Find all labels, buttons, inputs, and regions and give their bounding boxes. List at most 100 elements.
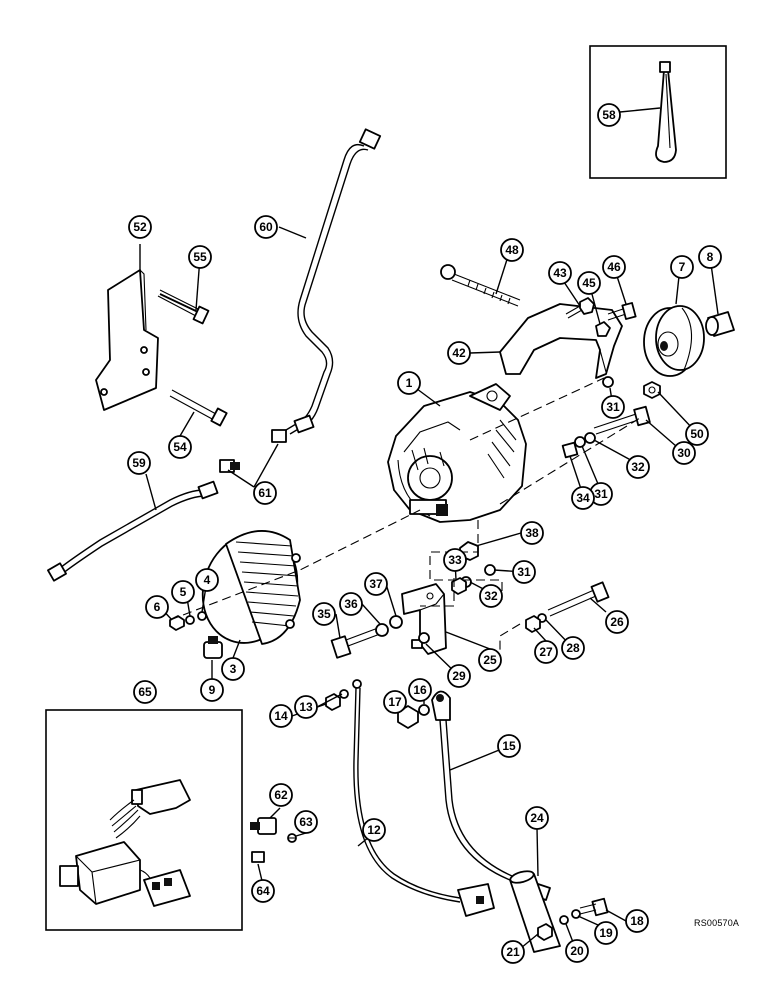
svg-text:60: 60 — [259, 220, 273, 234]
callout-12: 12 — [362, 818, 386, 842]
svg-text:4: 4 — [204, 573, 211, 587]
bracket-52 — [95, 269, 159, 411]
callout-34: 34 — [571, 486, 595, 510]
bolt-54 — [169, 389, 228, 427]
svg-text:33: 33 — [448, 553, 462, 567]
callout-5: 5 — [171, 580, 195, 604]
hardware-4-5-6 — [169, 611, 207, 631]
svg-text:26: 26 — [610, 615, 624, 629]
bolt-55 — [157, 289, 210, 325]
alternator-1 — [387, 383, 527, 523]
callout-20: 20 — [565, 939, 589, 963]
callout-8: 8 — [698, 245, 722, 269]
cap-9 — [203, 636, 223, 659]
callout-18: 18 — [625, 909, 649, 933]
hardware-13-14 — [325, 689, 349, 711]
callout-60: 60 — [254, 215, 278, 239]
callout-26: 26 — [605, 610, 629, 634]
switch-62 — [250, 817, 277, 835]
svg-text:62: 62 — [274, 788, 288, 802]
svg-text:54: 54 — [173, 440, 187, 454]
svg-text:19: 19 — [599, 926, 613, 940]
callout-24: 24 — [525, 806, 549, 830]
svg-text:30: 30 — [677, 446, 691, 460]
callout-35: 35 — [312, 602, 336, 626]
svg-text:38: 38 — [525, 526, 539, 540]
callout-15: 15 — [497, 734, 521, 758]
callout-63: 63 — [294, 810, 318, 834]
tube-59 — [47, 480, 219, 582]
callout-48: 48 — [500, 238, 524, 262]
cover-3 — [201, 530, 301, 645]
svg-text:58: 58 — [602, 108, 616, 122]
plug-64 — [251, 851, 265, 863]
svg-text:20: 20 — [570, 944, 584, 958]
bracket-25 — [401, 583, 447, 655]
callout-33: 33 — [443, 548, 467, 572]
callout-64: 64 — [251, 879, 275, 903]
svg-text:7: 7 — [679, 260, 686, 274]
callout-31-upper: 31 — [601, 395, 625, 419]
nut-50 — [643, 381, 661, 399]
callout-42: 42 — [447, 341, 471, 365]
svg-text:12: 12 — [367, 823, 381, 837]
callout-16: 16 — [408, 678, 432, 702]
callout-21: 21 — [501, 940, 525, 964]
svg-text:31: 31 — [517, 565, 531, 579]
tube-60 — [285, 128, 382, 435]
svg-text:16: 16 — [413, 683, 427, 697]
callout-36: 36 — [339, 592, 363, 616]
svg-text:45: 45 — [582, 276, 596, 290]
svg-text:64: 64 — [256, 884, 270, 898]
svg-text:27: 27 — [539, 645, 553, 659]
svg-text:29: 29 — [452, 669, 466, 683]
svg-text:32: 32 — [484, 589, 498, 603]
leader-lines — [139, 107, 719, 951]
callout-58: 58 — [597, 103, 621, 127]
nut-45 — [595, 321, 611, 337]
callout-61: 61 — [253, 481, 277, 505]
svg-text:8: 8 — [707, 250, 714, 264]
cable-15 — [431, 690, 551, 901]
inset-box-58 — [589, 45, 727, 179]
inset-box-65 — [45, 709, 243, 931]
bolt-46 — [607, 302, 637, 321]
callout-7: 7 — [670, 255, 694, 279]
callout-55: 55 — [188, 245, 212, 269]
callout-17: 17 — [383, 690, 407, 714]
svg-text:5: 5 — [180, 585, 187, 599]
callout-38: 38 — [520, 521, 544, 545]
svg-text:18: 18 — [630, 914, 644, 928]
cable-12 — [352, 679, 495, 917]
svg-text:46: 46 — [607, 260, 621, 274]
callout-30: 30 — [672, 441, 696, 465]
svg-text:37: 37 — [369, 577, 383, 591]
callout-9: 9 — [200, 678, 224, 702]
rod-48 — [440, 264, 521, 307]
svg-text:43: 43 — [553, 266, 567, 280]
svg-text:32: 32 — [631, 460, 645, 474]
hardware-18-21 — [537, 897, 609, 941]
callout-43: 43 — [548, 261, 572, 285]
svg-text:6: 6 — [154, 600, 161, 614]
svg-text:31: 31 — [606, 400, 620, 414]
svg-text:48: 48 — [505, 243, 519, 257]
callout-54: 54 — [168, 435, 192, 459]
washer-31-upper — [602, 376, 614, 388]
svg-text:36: 36 — [344, 597, 358, 611]
svg-text:14: 14 — [274, 709, 288, 723]
svg-text:24: 24 — [530, 811, 544, 825]
callout-29: 29 — [447, 664, 471, 688]
callout-50: 50 — [685, 422, 709, 446]
callout-37: 37 — [364, 572, 388, 596]
svg-text:59: 59 — [132, 456, 146, 470]
svg-text:63: 63 — [299, 815, 313, 829]
bolt-43 — [565, 297, 595, 319]
pulley-7 — [643, 305, 705, 377]
callout-3: 3 — [221, 657, 245, 681]
callout-32-upper: 32 — [626, 455, 650, 479]
svg-text:3: 3 — [230, 662, 237, 676]
callout-4: 4 — [195, 568, 219, 592]
callout-52: 52 — [128, 215, 152, 239]
